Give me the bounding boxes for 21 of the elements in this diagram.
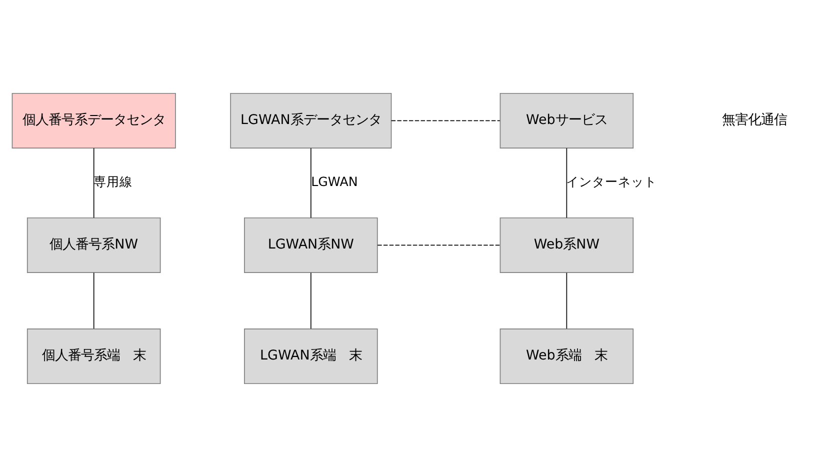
- node-box: LGWAN系データセンタ: [230, 92, 392, 148]
- connector: [566, 272, 568, 329]
- connector: [93, 147, 94, 218]
- edge-label: LGWAN: [311, 173, 358, 188]
- node-box: Web系NW: [500, 216, 634, 272]
- node-box: Webサービス: [500, 92, 634, 148]
- node-box: LGWAN系NW: [244, 216, 378, 272]
- node-box: LGWAN系端 末: [244, 328, 378, 384]
- label: 無害化通信: [722, 112, 787, 128]
- node-box: 個人番号系NW: [26, 216, 161, 272]
- connector: [566, 147, 568, 218]
- connector: [310, 272, 312, 329]
- connector: [390, 120, 500, 121]
- connector: [93, 272, 94, 329]
- edge-label: インターネット: [566, 173, 657, 188]
- connector: [310, 147, 312, 218]
- node-box: 個人番号系データセンタ: [12, 92, 176, 148]
- node-box: 個人番号系端 末: [26, 328, 161, 384]
- node-box: Web系端 末: [500, 328, 634, 384]
- edge-label: 専用線: [94, 173, 133, 188]
- connector: [377, 244, 501, 246]
